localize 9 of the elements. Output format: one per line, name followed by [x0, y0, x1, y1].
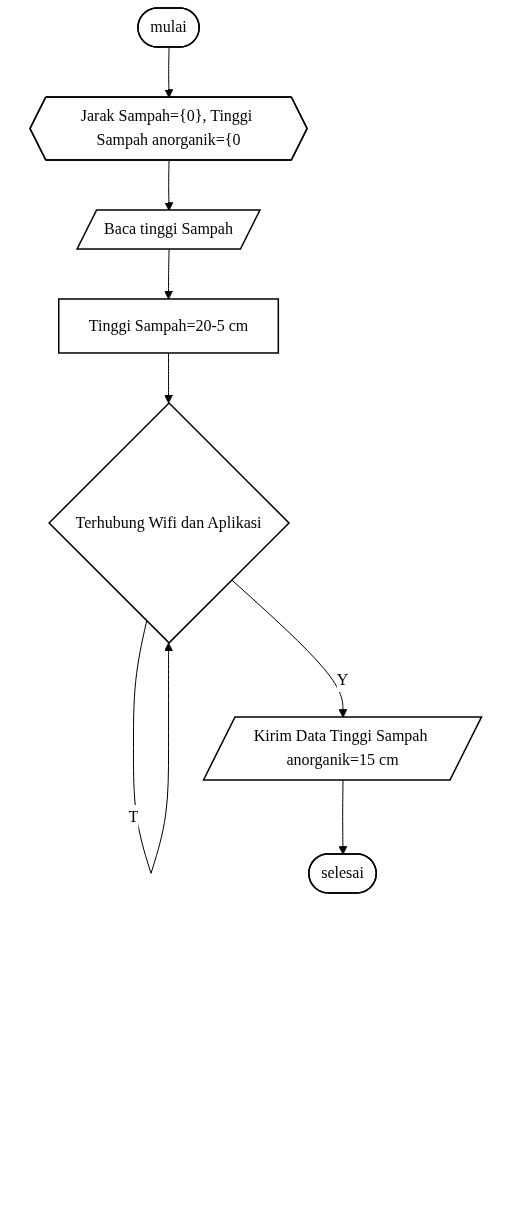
arrow [164, 47, 174, 98]
arrow [164, 352, 174, 404]
node-diamond: Terhubung Wifi dan Aplikasi [48, 401, 291, 644]
arrow [133, 620, 174, 874]
node-box: Tinggi Sampah=20-5 cm [58, 298, 280, 354]
arrow [164, 249, 174, 300]
edge-label: T [128, 807, 139, 825]
arrow [338, 779, 348, 855]
edge-label: Y [336, 670, 349, 688]
